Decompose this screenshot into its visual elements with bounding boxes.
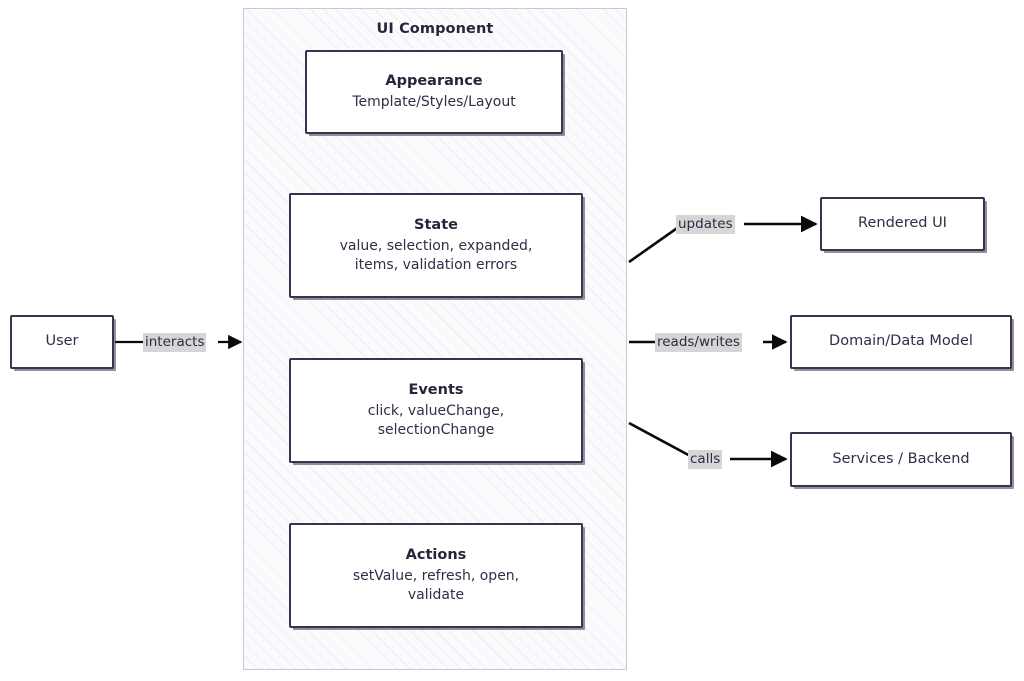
- node-state[interactable]: State value, selection, expanded, items,…: [289, 193, 583, 298]
- node-user-label: User: [45, 333, 79, 350]
- node-state-subtitle: value, selection, expanded, items, valid…: [339, 237, 533, 273]
- node-appearance[interactable]: Appearance Template/Styles/Layout: [305, 50, 563, 134]
- node-rendered-ui-label: Rendered UI: [858, 215, 947, 232]
- node-appearance-subtitle: Template/Styles/Layout: [352, 93, 516, 110]
- edge-label-updates: updates: [676, 215, 735, 234]
- node-appearance-title: Appearance: [385, 73, 483, 90]
- cluster-title: UI Component: [376, 21, 494, 37]
- node-actions-title: Actions: [405, 547, 467, 564]
- node-events-subtitle: click, valueChange, selectionChange: [367, 402, 505, 438]
- node-actions-subtitle: setValue, refresh, open, validate: [352, 567, 520, 603]
- edge-label-interacts: interacts: [143, 333, 207, 352]
- edge-label-calls: calls: [688, 450, 723, 469]
- node-events[interactable]: Events click, valueChange, selectionChan…: [289, 358, 583, 463]
- node-domain-data-model-label: Domain/Data Model: [829, 333, 973, 350]
- edge-calls: [628, 421, 788, 468]
- node-actions[interactable]: Actions setValue, refresh, open, validat…: [289, 523, 583, 628]
- node-events-title: Events: [408, 382, 464, 399]
- node-user[interactable]: User: [10, 315, 114, 369]
- node-services-backend[interactable]: Services / Backend: [790, 432, 1012, 487]
- edge-label-reads-writes: reads/writes: [655, 333, 742, 352]
- node-state-title: State: [414, 217, 458, 234]
- node-domain-data-model[interactable]: Domain/Data Model: [790, 315, 1012, 369]
- node-services-backend-label: Services / Backend: [832, 450, 970, 467]
- node-rendered-ui[interactable]: Rendered UI: [820, 197, 985, 251]
